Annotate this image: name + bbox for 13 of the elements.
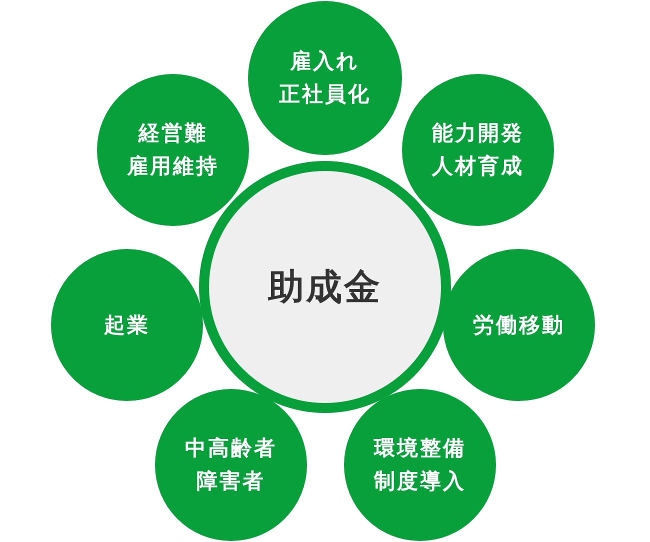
center-label: 助成金	[268, 266, 382, 310]
circle-label: 人材育成	[432, 153, 524, 180]
circle-label: 制度導入	[374, 468, 466, 495]
circle-label: 雇入れ	[290, 48, 360, 75]
circle-label: 能力開発	[432, 120, 524, 147]
circle-label: 障害者	[196, 468, 266, 495]
circle-label: 経営難	[138, 120, 208, 147]
circle-label: 中高齢者	[185, 435, 277, 462]
circle-label: 環境整備	[374, 435, 466, 462]
circle-label: 雇用維持	[127, 153, 219, 180]
circle-label: 正社員化	[279, 81, 371, 108]
circle-label: 起業	[104, 312, 150, 338]
circle-label: 労働移動	[473, 312, 565, 338]
